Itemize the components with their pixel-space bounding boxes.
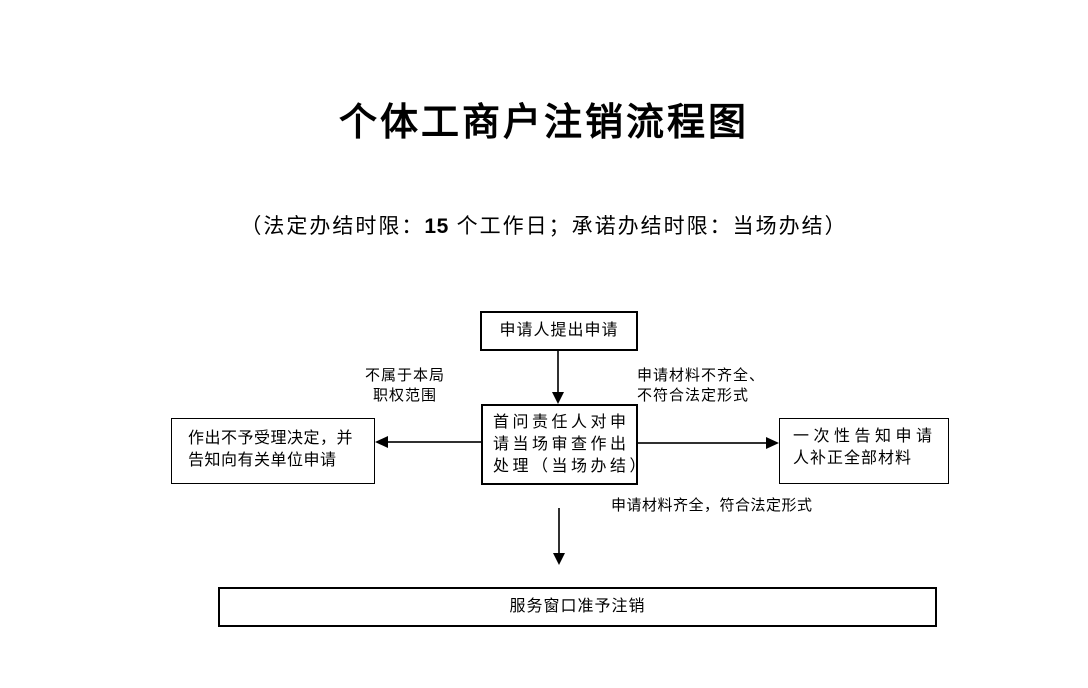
edge-label-materials-incomplete-line: 申请材料不齐全、 [637, 367, 766, 384]
page-title: 个体工商户注销流程图 [338, 102, 749, 144]
flow-node-supplement-line: 一次性告知申请 [793, 428, 937, 445]
flow-node-reject-line: 作出不予受理决定，并 [188, 430, 354, 447]
subtitle-suffix: 个工作日；承诺办结时限：当场办结） [448, 215, 848, 238]
arrow-down-review-to-approve [553, 508, 565, 565]
page-subtitle: （法定办结时限：15 个工作日；承诺办结时限：当场办结） [0, 214, 1088, 239]
flow-node-review-line: 首问责任人对申 [493, 414, 630, 431]
flow-node-review-line: 请当场审查作出 [493, 436, 630, 453]
edge-label-materials-incomplete: 申请材料不齐全、 不符合法定形式 [637, 366, 765, 406]
edge-label-out-of-scope: 不属于本局 职权范围 [345, 366, 465, 406]
flow-node-supplement-line: 人补正全部材料 [793, 450, 913, 467]
arrow-right-review-to-supplement [638, 437, 779, 449]
arrow-down-start-to-review [552, 351, 564, 404]
flow-node-start-label: 申请人提出申请 [499, 322, 619, 339]
arrow-left-review-to-reject [375, 436, 481, 448]
flow-node-review: 首问责任人对申 请当场审查作出 处理（当场办结） [481, 404, 650, 485]
flow-node-reject: 作出不予受理决定，并 告知向有关单位申请 [171, 418, 375, 484]
flow-node-review-line: 处理（当场办结） [493, 458, 650, 475]
flow-node-approve-label: 服务窗口准予注销 [509, 598, 646, 615]
subtitle-number: 15 [424, 215, 449, 238]
flow-node-supplement: 一次性告知申请 人补正全部材料 [779, 418, 949, 484]
edge-label-materials-incomplete-line: 不符合法定形式 [637, 387, 750, 404]
flow-node-approve: 服务窗口准予注销 [218, 587, 937, 627]
flow-node-reject-line: 告知向有关单位申请 [188, 452, 337, 469]
edge-label-out-of-scope-line: 不属于本局 [364, 367, 445, 384]
flow-node-start: 申请人提出申请 [480, 311, 638, 351]
subtitle-prefix: （法定办结时限： [240, 215, 425, 238]
edge-label-materials-complete: 申请材料齐全，符合法定形式 [611, 497, 813, 514]
edge-label-out-of-scope-line: 职权范围 [372, 387, 437, 404]
